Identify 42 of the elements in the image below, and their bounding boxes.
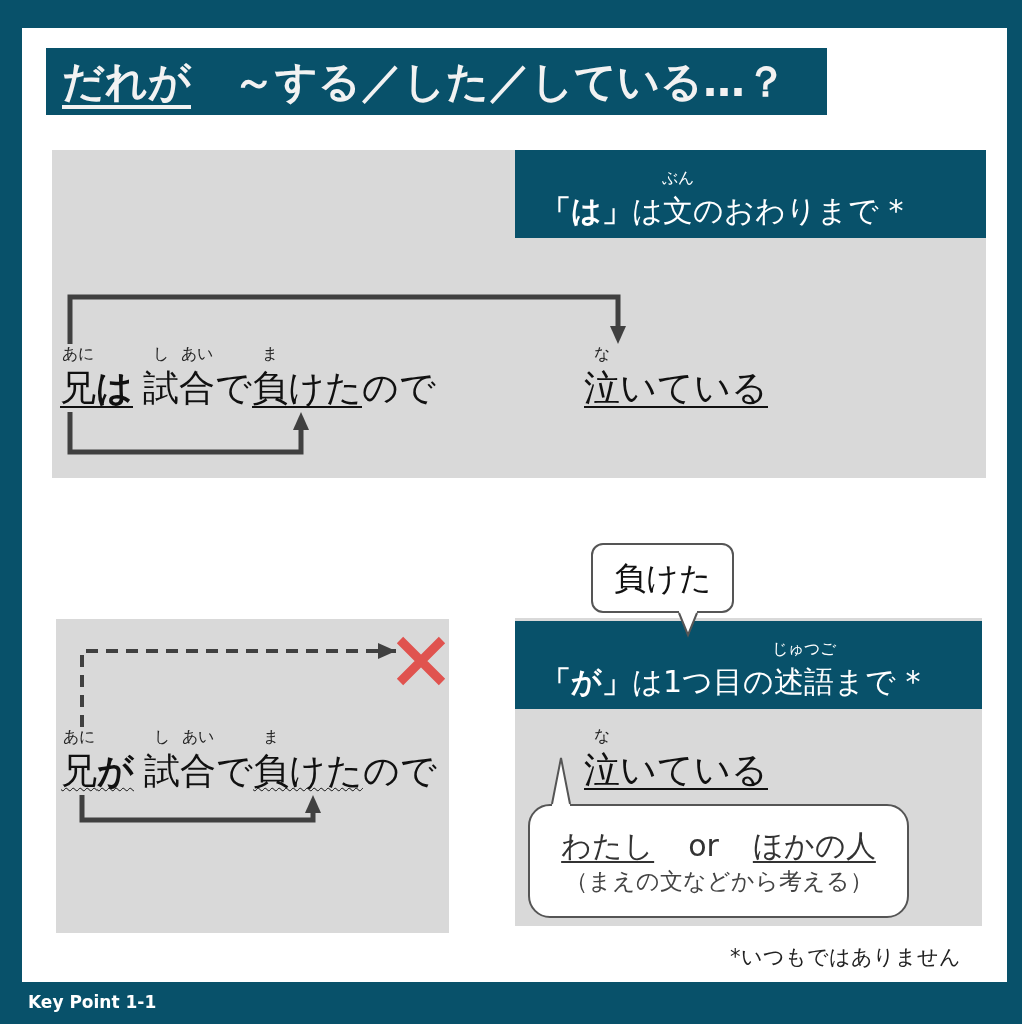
predicate-word: 泣いている <box>584 366 768 410</box>
furigana: ま <box>263 727 279 747</box>
furigana: な <box>594 726 610 746</box>
furigana: あに <box>63 727 95 747</box>
furigana: じゅつご <box>772 639 837 659</box>
footer-text: Key Point 1-1 <box>28 991 157 1013</box>
rule-heading: 「は」は文のおわりまで * <box>541 192 905 230</box>
arrow <box>67 412 309 455</box>
sentence-text: ので <box>362 366 436 410</box>
example-panel <box>515 618 982 926</box>
arrow <box>79 795 321 823</box>
sentence-text: 試合で <box>144 749 253 793</box>
subject-option: ほかの人 <box>752 826 876 866</box>
furigana: し <box>154 727 170 747</box>
subject-option: わたし <box>561 826 655 866</box>
rule-banner <box>515 621 982 709</box>
subject-word: 兄は <box>60 366 133 410</box>
rule-heading: 「が」は1つ目の述語まで * <box>541 663 922 701</box>
bubble-note: （まえの文などから考える） <box>564 867 873 896</box>
arrow <box>67 294 626 344</box>
furigana: な <box>594 344 610 364</box>
example-panel <box>56 619 449 933</box>
subject-word: 兄が <box>61 749 134 793</box>
footnote: *いつもではありません <box>730 944 961 970</box>
dashed-arrow <box>80 643 396 727</box>
furigana: あい <box>182 727 214 747</box>
rule-banner <box>515 150 986 238</box>
conjunction-text: or <box>688 827 719 865</box>
predicate-word: 負けた <box>252 366 362 410</box>
predicate-word: 負けた <box>253 749 363 793</box>
sentence-text: 試合で <box>143 366 252 410</box>
sentence-text: ので <box>363 749 437 793</box>
furigana: ま <box>262 344 278 364</box>
example-panel <box>52 150 986 478</box>
predicate-word: 泣いている <box>584 748 768 792</box>
furigana: あに <box>62 344 94 364</box>
furigana: あい <box>181 344 213 364</box>
furigana: し <box>153 344 169 364</box>
cross-mark-icon <box>396 636 446 686</box>
furigana: ぶん <box>662 168 694 188</box>
title: だれが ～する／した／している…？ <box>62 55 787 108</box>
bubble-text: 負けた <box>613 558 712 599</box>
